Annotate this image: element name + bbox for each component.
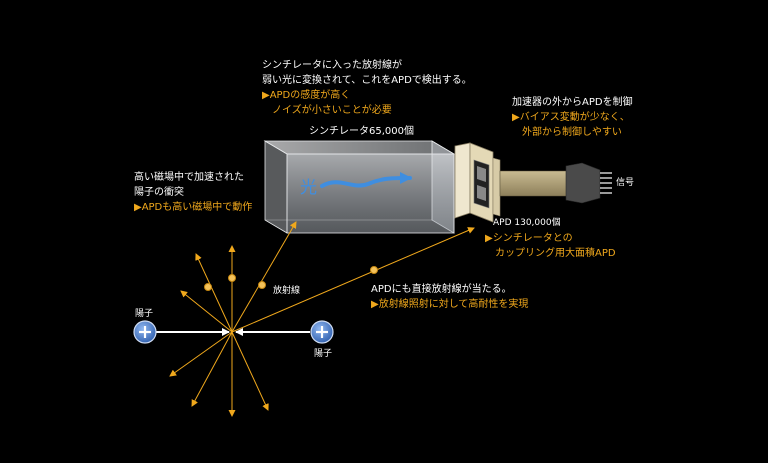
scintillator-note-point2: ノイズが小さいことが必要 bbox=[272, 105, 392, 116]
light-label: 光 bbox=[300, 178, 317, 198]
direct-note-line1: APDにも直接放射線が当たる。 bbox=[371, 284, 512, 295]
signal-cable bbox=[499, 170, 569, 197]
apd-module bbox=[454, 142, 501, 223]
scintillator-note-line2: 弱い光に変換されて、これをAPDで検出する。 bbox=[262, 75, 472, 86]
apd-note: APD 130,000個 ▶シンチレータとの カップリング用大面積APD bbox=[485, 216, 616, 261]
control-note: 加速器の外からAPDを制御 ▶バイアス変動が少なく、 外部から制御しやすい bbox=[512, 95, 633, 140]
scintillator-count: シンチレータ65,000個 bbox=[309, 126, 414, 137]
radiation-rays bbox=[169, 221, 475, 417]
left-proton bbox=[133, 320, 157, 344]
control-note-line1: 加速器の外からAPDを制御 bbox=[512, 97, 633, 108]
apd-note-point1: ▶シンチレータとの bbox=[485, 233, 573, 244]
connector bbox=[565, 162, 612, 204]
control-note-point1: ▶バイアス変動が少なく、 bbox=[512, 112, 630, 123]
scintillator-note-point1: ▶APDの感度が高く bbox=[262, 90, 351, 101]
right-proton bbox=[310, 320, 334, 344]
proton-left-label: 陽子 bbox=[135, 309, 154, 319]
field-note-line1: 高い磁場中で加速された bbox=[134, 172, 244, 183]
field-note: 高い磁場中で加速された 陽子の衝突 ▶APDも高い磁場中で動作 bbox=[134, 170, 252, 215]
apd-count: APD 130,000個 bbox=[493, 218, 561, 228]
scintillator-note-line1: シンチレータに入った放射線が bbox=[262, 60, 402, 71]
scintillator-crystal bbox=[263, 140, 456, 234]
direct-note-point1: ▶放射線照射に対して高耐性を実現 bbox=[371, 299, 529, 310]
proton-right-label: 陽子 bbox=[314, 349, 333, 359]
control-note-point2: 外部から制御しやすい bbox=[522, 127, 622, 138]
radiation-particles bbox=[204, 266, 378, 291]
field-note-line2: 陽子の衝突 bbox=[134, 187, 184, 198]
signal-label: 信号 bbox=[616, 178, 635, 188]
light-wave-arrow bbox=[320, 172, 412, 188]
scintillator-note: シンチレータに入った放射線が 弱い光に変換されて、これをAPDで検出する。 ▶A… bbox=[262, 58, 472, 118]
direct-radiation-note: APDにも直接放射線が当たる。 ▶放射線照射に対して高耐性を実現 bbox=[371, 282, 528, 312]
apd-note-point2: カップリング用大面積APD bbox=[495, 248, 616, 259]
field-note-point1: ▶APDも高い磁場中で動作 bbox=[134, 202, 253, 213]
radiation-label: 放射線 bbox=[273, 286, 301, 296]
